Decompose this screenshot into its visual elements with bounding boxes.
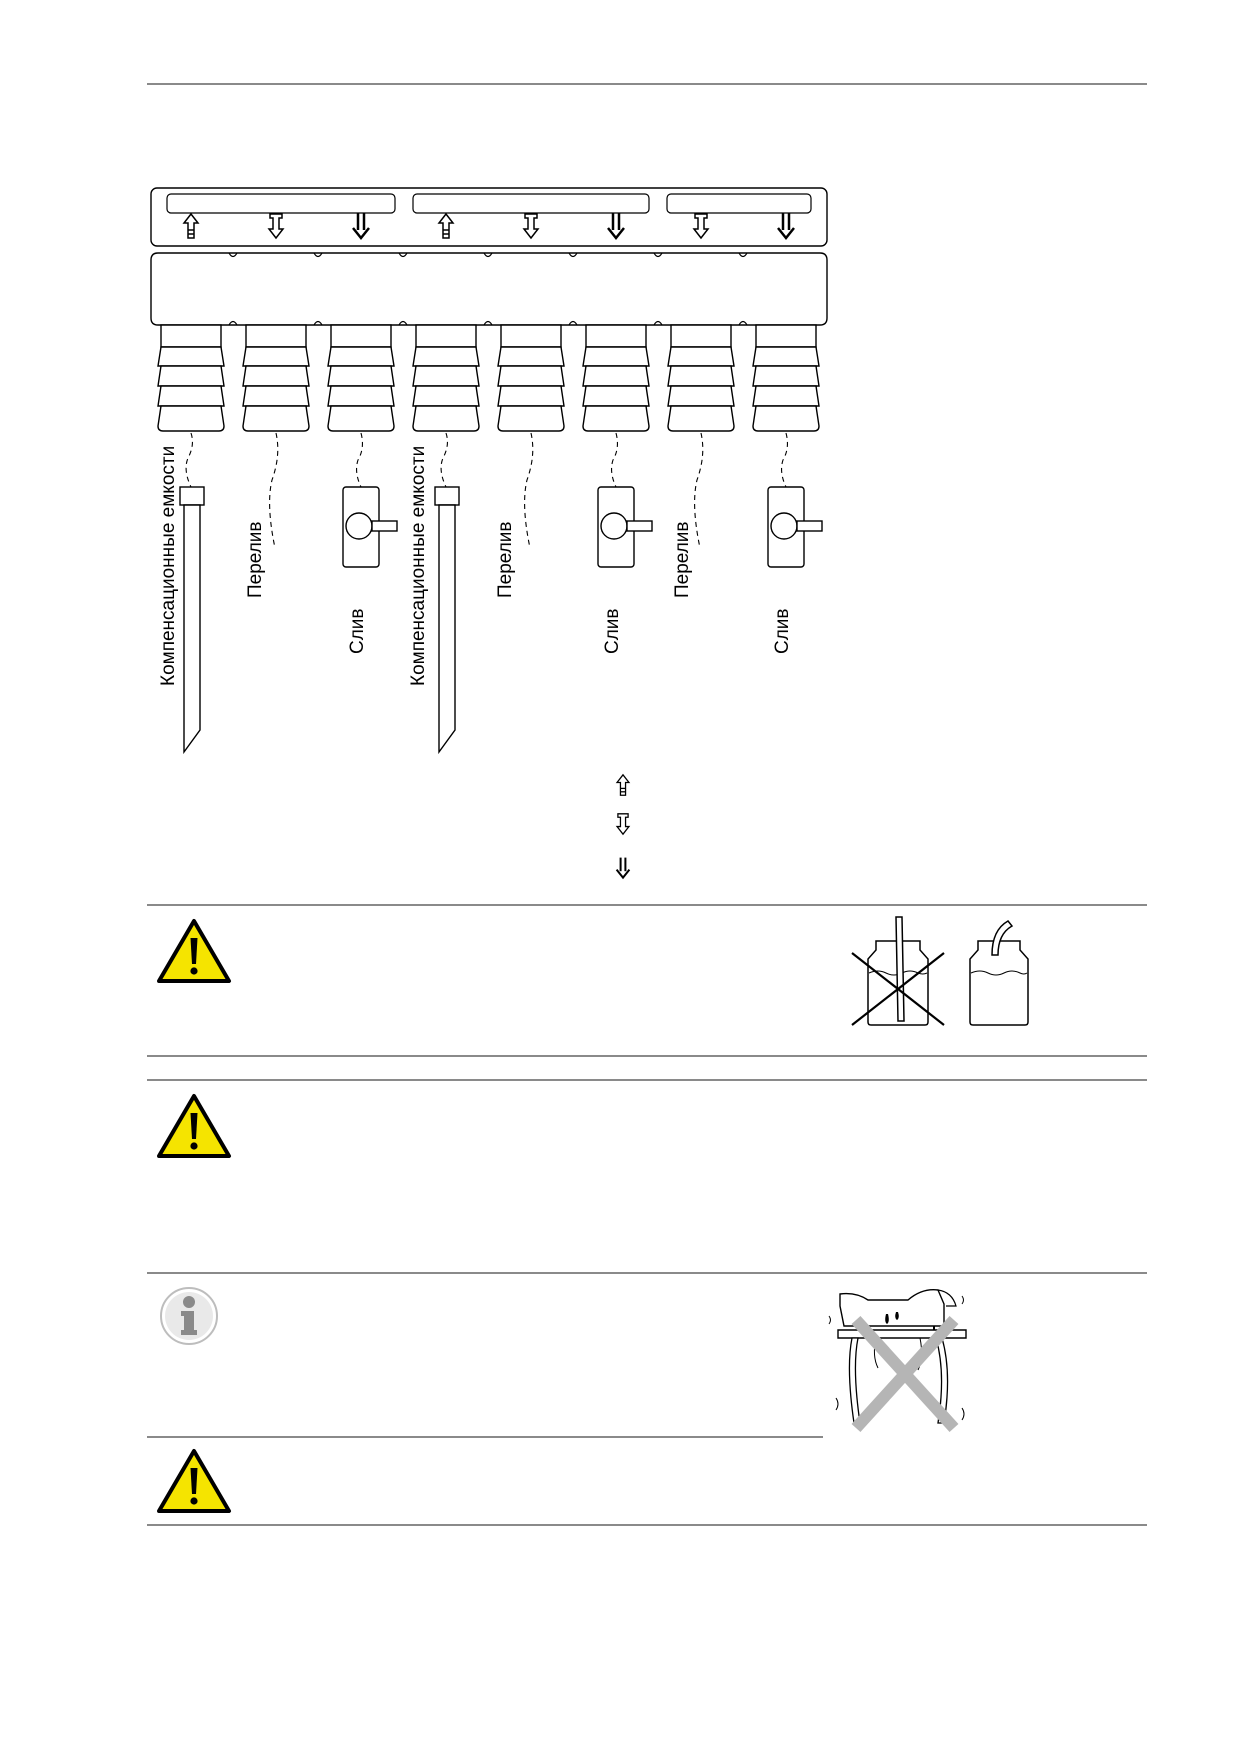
label-drain-3: Слив — [772, 608, 793, 654]
label-overflow-1: Перелив — [245, 521, 266, 598]
warning-icon — [157, 1094, 231, 1158]
notice-2-top-rule — [147, 1079, 1147, 1081]
label-overflow-2: Перелив — [495, 521, 516, 598]
label-drain-2: Слив — [602, 608, 623, 654]
label-compensation-1: Компенсационные емкости — [158, 445, 179, 686]
warning-icon — [157, 919, 231, 983]
notice-3-bottom-rule — [147, 1436, 823, 1438]
unstable-table-illustration — [828, 1289, 967, 1433]
label-drain-1: Слив — [347, 608, 368, 654]
legend-icons — [615, 774, 631, 879]
notice-3-top-rule — [147, 1272, 1147, 1274]
info-icon — [160, 1287, 218, 1345]
label-overflow-3: Перелив — [672, 521, 693, 598]
bottle-illustration — [851, 916, 1029, 1026]
top-rule — [147, 83, 1147, 85]
connector-diagram — [150, 187, 828, 879]
warning-icon — [157, 1449, 231, 1513]
notice-1-bottom-rule — [147, 1055, 1147, 1057]
notice-1-top-rule — [147, 904, 1147, 906]
label-compensation-2: Компенсационные емкости — [408, 445, 429, 686]
notice-4-bottom-rule — [147, 1524, 1147, 1526]
